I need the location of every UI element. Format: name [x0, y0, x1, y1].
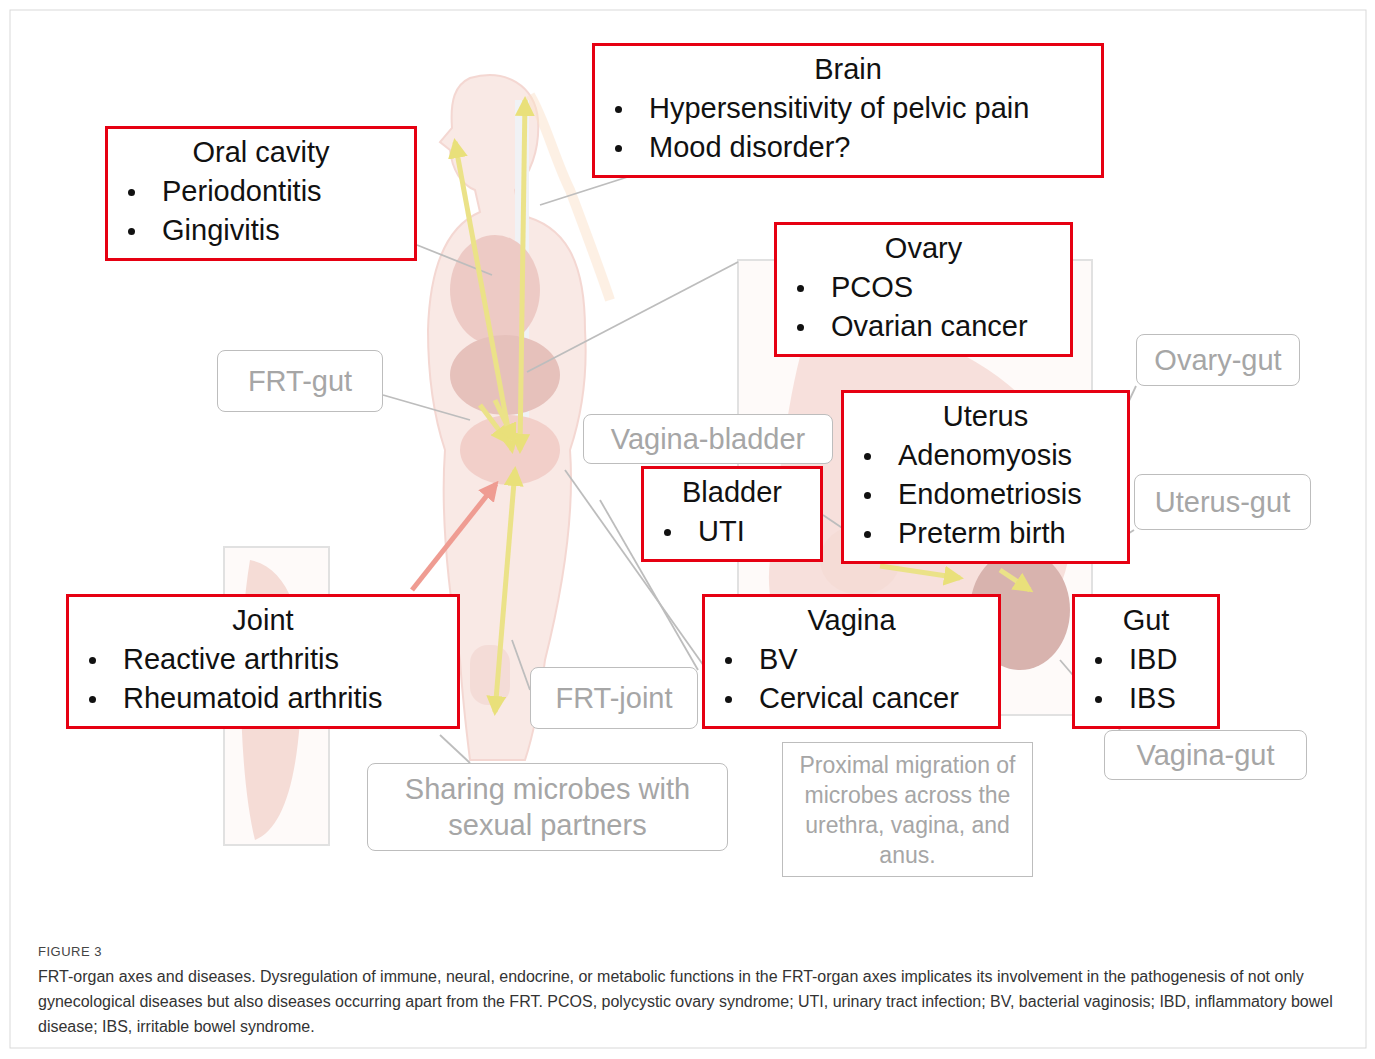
axis-callout: Sharing microbes with sexual partners — [367, 763, 728, 851]
bullet-dot — [128, 228, 135, 235]
bullet-text: IBS — [1129, 682, 1176, 714]
disease-box: BladderUTI — [641, 466, 823, 562]
bullet-dot — [1095, 657, 1102, 664]
bullet-item: Preterm birth — [860, 514, 1111, 553]
bullet-text: Hypersensitivity of pelvic pain — [649, 92, 1029, 124]
bullet-text: Preterm birth — [898, 517, 1066, 549]
callout-text: Vagina-bladder — [596, 421, 820, 457]
axis-callout: Vagina-bladder — [583, 414, 833, 464]
bullet-text: Adenomyosis — [898, 439, 1072, 471]
callout-text: FRT-gut — [230, 363, 370, 399]
bullet-dot — [615, 106, 622, 113]
bullet-text: Mood disorder? — [649, 131, 851, 163]
callout-text: Sharing microbes with sexual partners — [380, 771, 715, 843]
bullet-item: Adenomyosis — [860, 436, 1111, 475]
bullet-text: Rheumatoid arthritis — [123, 682, 383, 714]
bullet-dot — [664, 529, 671, 536]
box-heading: Brain — [611, 50, 1085, 89]
bullet-dot — [1095, 696, 1102, 703]
figure-label: FIGURE 3 — [38, 944, 102, 959]
box-heading: Gut — [1091, 601, 1201, 640]
bullet-text: Periodontitis — [162, 175, 322, 207]
box-heading: Joint — [85, 601, 441, 640]
bullet-item: Rheumatoid arthritis — [85, 679, 441, 718]
bullet-text: BV — [759, 643, 798, 675]
bullet-dot — [725, 657, 732, 664]
bullet-text: UTI — [698, 515, 745, 547]
bullet-text: Reactive arthritis — [123, 643, 339, 675]
figure-caption: FRT-organ axes and diseases. Dysregulati… — [38, 964, 1338, 1039]
bullet-dot — [89, 696, 96, 703]
bullet-item: Cervical cancer — [721, 679, 982, 718]
disease-box: BrainHypersensitivity of pelvic painMood… — [592, 43, 1104, 178]
bullet-dot — [725, 696, 732, 703]
axis-callout: FRT-gut — [217, 350, 383, 412]
bullet-item: BV — [721, 640, 982, 679]
bullet-item: Gingivitis — [124, 211, 398, 250]
bullet-item: Mood disorder? — [611, 128, 1085, 167]
box-heading: Uterus — [860, 397, 1111, 436]
bullet-dot — [797, 324, 804, 331]
bullet-dot — [615, 145, 622, 152]
bullet-text: PCOS — [831, 271, 913, 303]
disease-box: JointReactive arthritisRheumatoid arthri… — [66, 594, 460, 729]
disease-box: OvaryPCOS Ovarian cancer — [774, 222, 1073, 357]
axis-callout: Uterus-gut — [1134, 474, 1311, 530]
callout-text: Proximal migration of microbes across th… — [789, 750, 1026, 870]
bullet-text: Gingivitis — [162, 214, 280, 246]
disease-box: VaginaBV Cervical cancer — [702, 594, 1001, 729]
bullet-dot — [797, 285, 804, 292]
bullet-dot — [864, 492, 871, 499]
bullet-item: Endometriosis — [860, 475, 1111, 514]
box-heading: Vagina — [721, 601, 982, 640]
bullet-item: IBD — [1091, 640, 1201, 679]
bullet-item: Ovarian cancer — [793, 307, 1054, 346]
bullet-dot — [128, 189, 135, 196]
callout-text: Uterus-gut — [1147, 484, 1298, 520]
note-box: Proximal migration of microbes across th… — [782, 742, 1033, 877]
disease-box: GutIBD IBS — [1072, 594, 1220, 729]
box-heading: Oral cavity — [124, 133, 398, 172]
bullet-text: Ovarian cancer — [831, 310, 1028, 342]
bullet-dot — [89, 657, 96, 664]
bullet-text: Endometriosis — [898, 478, 1082, 510]
callout-text: FRT-joint — [543, 680, 685, 716]
disease-box: UterusAdenomyosisEndometriosisPreterm bi… — [841, 390, 1130, 564]
bullet-item: PCOS — [793, 268, 1054, 307]
bullet-text: Cervical cancer — [759, 682, 959, 714]
axis-callout: Vagina-gut — [1104, 730, 1307, 780]
bullet-item: Reactive arthritis — [85, 640, 441, 679]
axis-callout: FRT-joint — [530, 667, 698, 729]
bullet-item: UTI — [660, 512, 804, 551]
bullet-item: Periodontitis — [124, 172, 398, 211]
bullet-item: Hypersensitivity of pelvic pain — [611, 89, 1085, 128]
disease-box: Oral cavityPeriodontitisGingivitis — [105, 126, 417, 261]
box-heading: Ovary — [793, 229, 1054, 268]
bullet-dot — [864, 453, 871, 460]
bullet-dot — [864, 531, 871, 538]
bullet-item: IBS — [1091, 679, 1201, 718]
callout-text: Ovary-gut — [1149, 342, 1287, 378]
box-heading: Bladder — [660, 473, 804, 512]
bullet-text: IBD — [1129, 643, 1177, 675]
callout-text: Vagina-gut — [1117, 737, 1294, 773]
axis-callout: Ovary-gut — [1136, 334, 1300, 386]
